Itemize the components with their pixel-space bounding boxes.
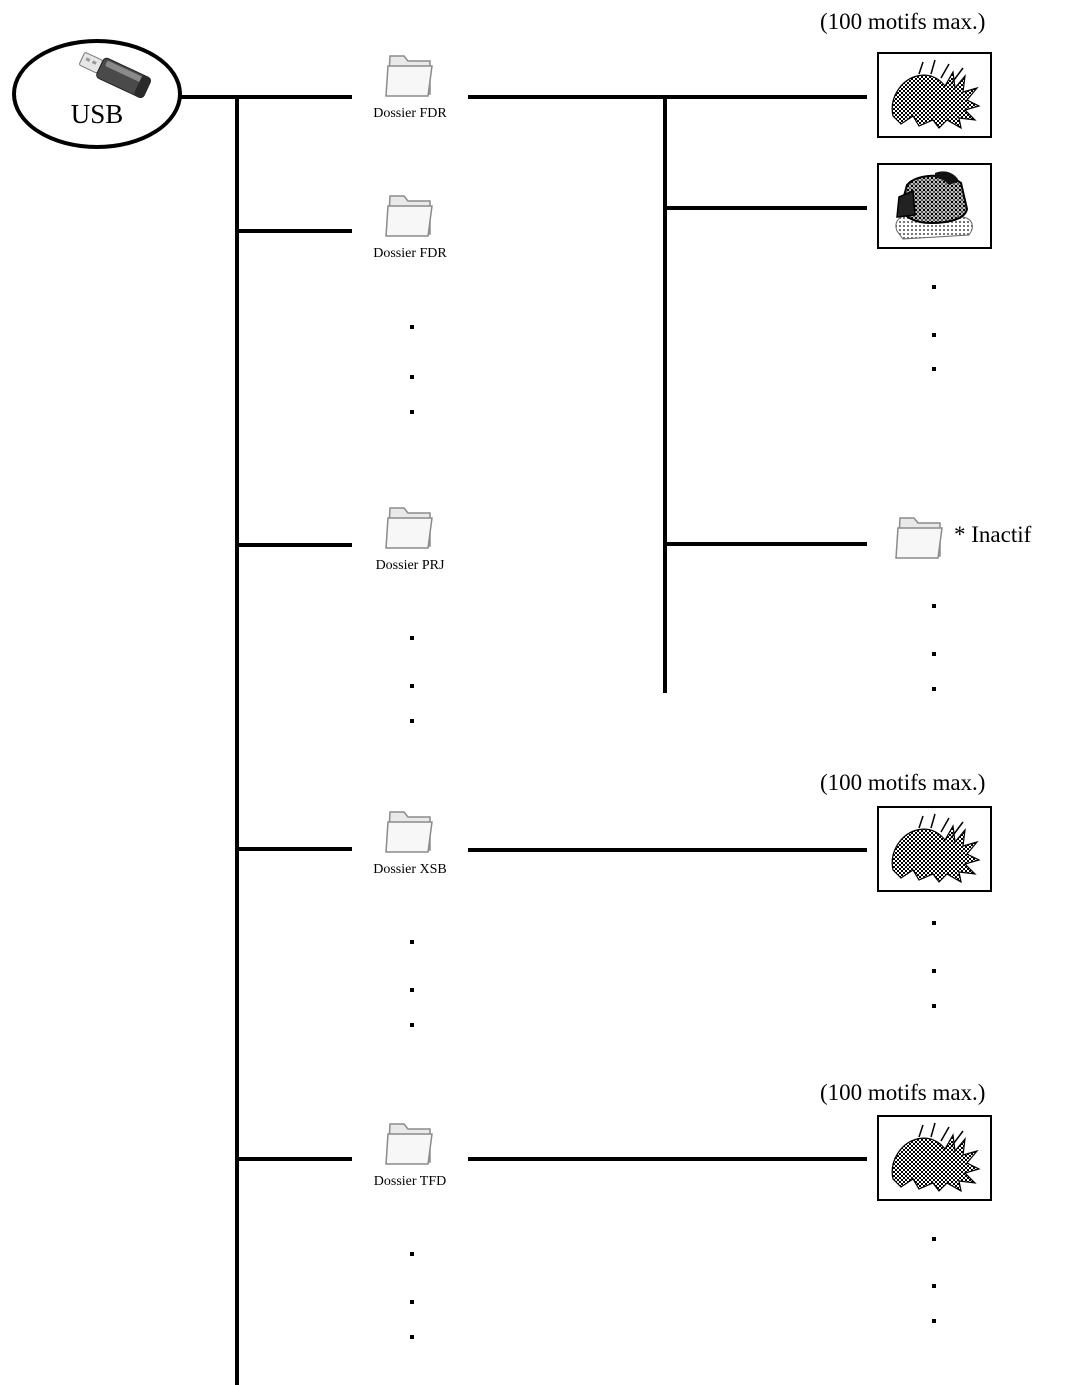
fdr-pattern-2-line [663, 206, 867, 210]
max-patterns-note: (100 motifs max.) [820, 770, 986, 795]
usb-drive-icon [79, 52, 151, 99]
folder-fdr-2: Dossier FDR [350, 184, 470, 262]
folder-label: Dossier PRJ [375, 558, 445, 573]
folder-icon [385, 195, 433, 237]
branch-line-prj [235, 543, 352, 547]
pattern-thumbnail [877, 806, 992, 892]
tfd-connector-line [468, 1157, 867, 1161]
embroidery-pattern-thumbnail [891, 813, 981, 884]
folder-tfd: Dossier TFD [350, 1112, 470, 1190]
embroidery-pattern-thumbnail [891, 1122, 981, 1193]
pattern-thumbnail [877, 163, 992, 249]
branch-line-fdr-2 [235, 229, 352, 233]
embroidery-pattern-thumbnail [891, 59, 981, 130]
usb-connector-line [180, 95, 352, 99]
usb-drive-node: USB [12, 39, 182, 149]
folder-label: Dossier FDR [373, 106, 447, 121]
max-patterns-note: (100 motifs max.) [820, 9, 986, 34]
folder-fdr-1: Dossier FDR [350, 44, 470, 122]
inactive-note: * Inactif [954, 522, 1032, 547]
pattern-thumbnail [877, 52, 992, 138]
fdr-subtree-line [663, 95, 667, 693]
folder-icon [385, 55, 433, 97]
main-trunk-line [235, 96, 239, 1385]
branch-line-tfd [235, 1157, 352, 1161]
usb-label: USB [70, 99, 124, 129]
xsb-connector-line [468, 848, 867, 852]
folder-icon [385, 507, 433, 549]
fdr-inactive-line [663, 542, 867, 546]
folder-label: Dossier TFD [373, 1174, 447, 1189]
folder-icon [385, 811, 433, 853]
pattern-thumbnail [877, 1115, 992, 1201]
embroidery-pattern-thumbnail [895, 171, 973, 240]
folder-icon [895, 517, 943, 559]
fdr-connector-line [468, 95, 867, 99]
branch-line-xsb [235, 847, 352, 851]
folder-label: Dossier FDR [373, 246, 447, 261]
folder-icon [385, 1123, 433, 1165]
max-patterns-note: (100 motifs max.) [820, 1080, 986, 1105]
folder-prj: Dossier PRJ [350, 496, 470, 574]
folder-label: Dossier XSB [373, 862, 447, 877]
folder-xsb: Dossier XSB [350, 800, 470, 878]
